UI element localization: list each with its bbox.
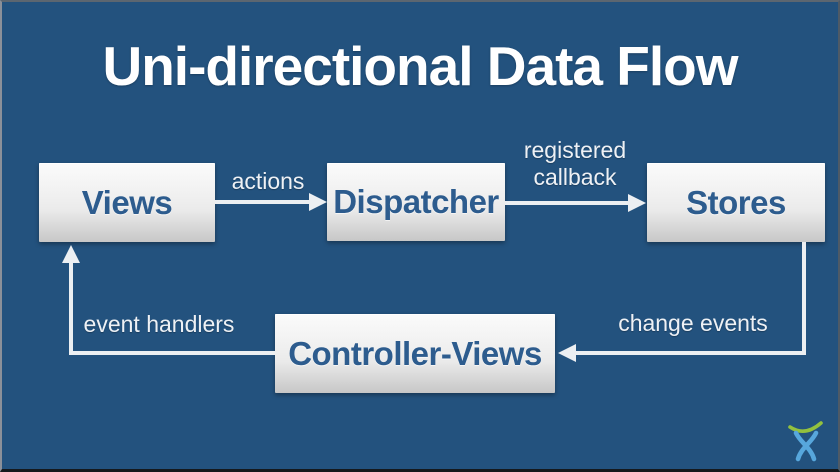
atlassian-logo xyxy=(788,421,823,462)
arrow-dispatcher-to-stores xyxy=(505,194,646,212)
node-dispatcher-label: Dispatcher xyxy=(333,183,499,220)
arrow-stores-to-controller-views xyxy=(558,242,806,362)
node-stores-label: Stores xyxy=(686,183,786,221)
edge-label-actions: actions xyxy=(231,168,305,194)
edge-label-change-events: change events xyxy=(618,310,768,336)
edge-label-event-handlers: event handlers xyxy=(83,311,235,337)
atlassian-logo-arc xyxy=(788,421,823,433)
node-controller-views-label: Controller-Views xyxy=(288,334,542,372)
edge-label-registered-callback: registered callback xyxy=(523,137,627,191)
arrow-views-to-dispatcher xyxy=(215,193,327,211)
slide-title: Uni-directional Data Flow xyxy=(102,35,738,97)
node-views: Views xyxy=(39,163,215,242)
node-views-label: Views xyxy=(81,183,173,221)
node-stores: Stores xyxy=(647,163,825,242)
node-dispatcher: Dispatcher xyxy=(327,163,505,241)
node-controller-views: Controller-Views xyxy=(275,314,555,393)
atlassian-logo-figure-right xyxy=(795,430,819,462)
